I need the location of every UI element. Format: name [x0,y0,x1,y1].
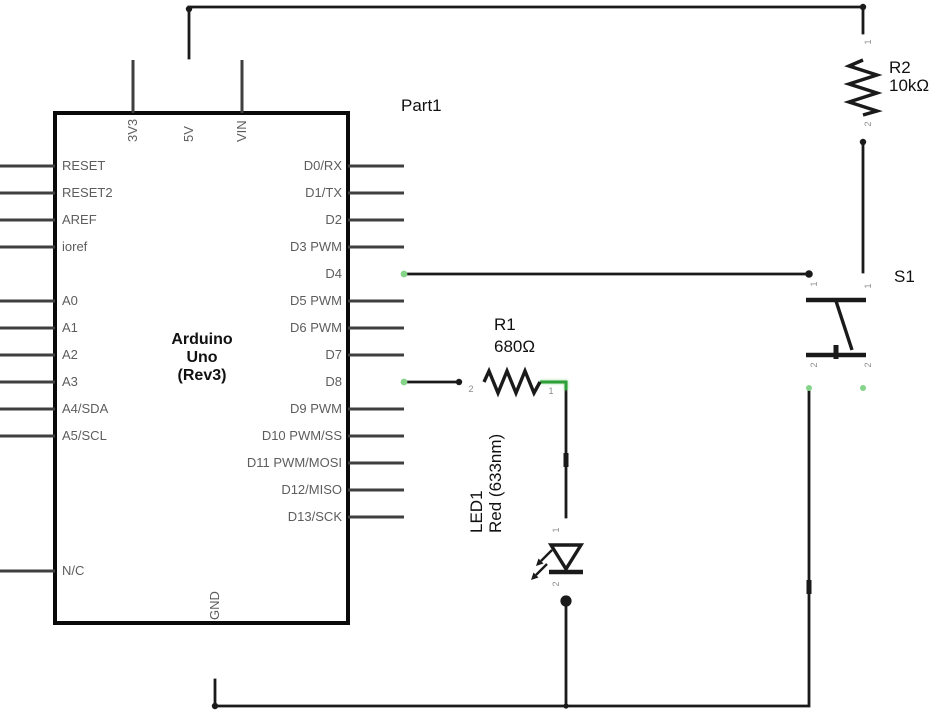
wire-led-to-rail[interactable] [560,595,572,708]
wire-r2-to-switch[interactable] [859,138,867,274]
pin-label-nc: N/C [62,563,85,578]
pin-label-d2: D2 [325,212,342,227]
led1[interactable] [531,515,585,597]
s1-pin2a-number: 2 [809,362,819,368]
r2-value-label[interactable]: 10kΩ [889,76,930,95]
pin-label-vin: VIN [234,120,249,142]
pin-label-d0-rx: D0/RX [303,158,342,173]
resistor-r1[interactable] [459,366,568,398]
r1-pin2-number: 2 [468,384,474,394]
pin-label-d13-sck: D13/SCK [287,509,342,524]
led1-label[interactable]: LED1 Red (633nm) [467,413,505,533]
pin-label-gnd: GND [207,591,222,620]
r1-pin1-number: 1 [548,386,554,396]
pin-end-marker-d4 [400,270,408,278]
r2-zigzag[interactable] [843,58,883,117]
part1-label[interactable]: Part1 [401,96,442,115]
wire-endpoint-dot [185,5,193,13]
wire-d8-to-r1[interactable] [402,378,463,386]
wire-5v-to-r2[interactable] [185,3,867,60]
s1-pin-end-marker [860,385,866,391]
pin-label-d4: D4 [325,266,342,281]
pin-label-d6-pwm: D6 PWM [290,320,342,335]
pin-label-a0: A0 [62,293,78,308]
pin-label-a4-sda: A4/SDA [62,401,109,416]
connected-pins[interactable] [187,58,404,681]
s1-designator-label[interactable]: S1 [894,267,915,286]
board-title-line3: (Rev3) [177,367,227,384]
s1-pin2b-number: 2 [863,362,873,368]
r2-designator-label[interactable]: R2 [889,58,911,77]
pin-label-a1: A1 [62,320,78,335]
pin-end-marker-d8 [400,378,408,386]
led1-designator-label: LED1 [467,490,486,533]
pin-label-reset2: RESET2 [62,185,113,200]
pin-label-d3-pwm: D3 PWM [290,239,342,254]
wire-corner-dot [859,3,867,11]
pin-label-d5-pwm: D5 PWM [290,293,342,308]
s1-pin-end-marker [806,385,812,391]
led1-value-label: Red (633nm) [486,433,505,533]
r1-pin1-lead[interactable] [540,380,568,390]
pin-label-d7: D7 [325,347,342,362]
pin-label-d11-pwm-mosi: D11 PWM/MOSI [246,455,342,470]
pin-label-a2: A2 [62,347,78,362]
pin-label-a3: A3 [62,374,78,389]
pin-label-d8: D8 [325,374,342,389]
wire-d4-to-switch[interactable] [402,270,813,278]
arduino-body[interactable] [53,111,350,625]
board-title: Arduino Uno (Rev3) [126,331,278,385]
s1-actuator-diagonal[interactable] [834,300,854,351]
led1-triangle[interactable] [547,543,585,573]
board-title-line2: Uno [186,349,218,366]
switch-s1[interactable] [806,272,866,391]
arduino-board[interactable] [0,58,408,681]
r1-value-label[interactable]: 680Ω [494,337,536,356]
led1-emission-arrows [531,549,553,580]
led1-pin2-number: 2 [551,581,561,587]
pin-label-d9-pwm: D9 PWM [290,401,342,416]
s1-pin1b-number: 1 [863,283,873,289]
pin-label-reset: RESET [62,158,106,173]
board-title-line1: Arduino [171,331,233,348]
r1-designator-label[interactable]: R1 [494,315,516,334]
r2-pin2-number: 2 [863,121,873,127]
s1-pin1a-number: 1 [809,281,819,287]
pin-label-a5-scl: A5/SCL [62,428,107,443]
pin-label-d1-tx: D1/TX [305,185,342,200]
pin-label-ioref: ioref [62,239,88,254]
pin-label-5v: 5V [181,126,196,142]
pin-label-3v3: 3V3 [125,118,140,142]
r1-zigzag[interactable] [482,366,542,398]
led1-pin1-number: 1 [551,527,561,533]
r2-pin1-number: 1 [863,39,873,45]
resistor-r2[interactable] [843,33,883,142]
pin-label-aref: AREF [62,212,97,227]
pin-label-d12-miso: D12/MISO [281,482,342,497]
pin-label-d10-pwm-ss: D10 PWM/SS [261,428,342,443]
